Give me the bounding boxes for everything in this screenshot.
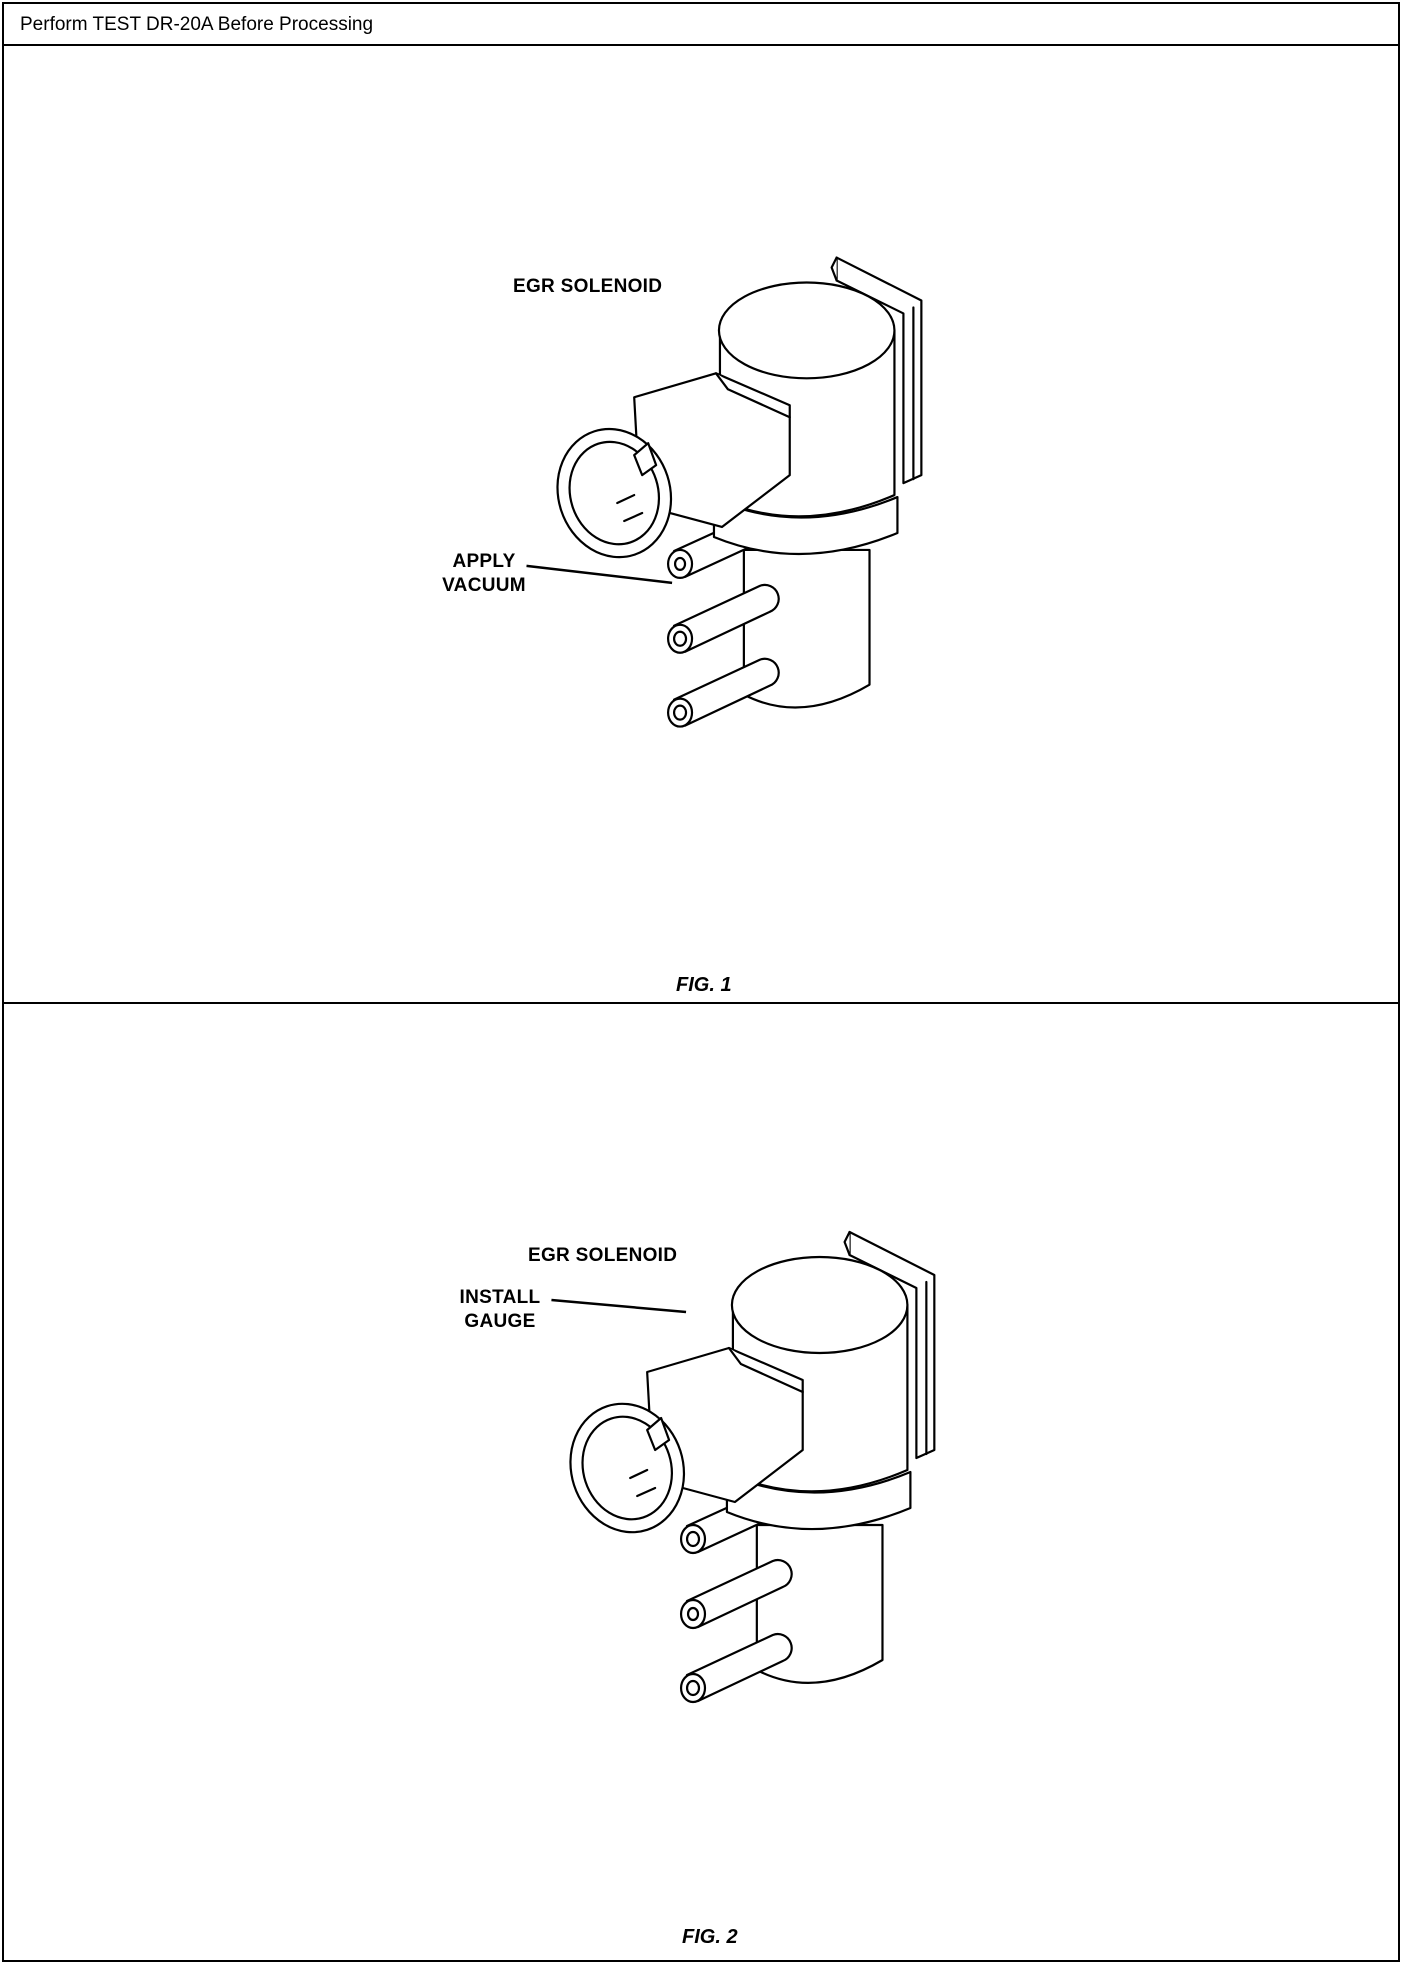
install-gauge-leader-line bbox=[551, 1298, 687, 1314]
egr-solenoid-drawing-2 bbox=[551, 1230, 936, 1704]
egr-solenoid-label: EGR SOLENOID bbox=[513, 276, 663, 297]
egr-solenoid-drawing-1 bbox=[526, 256, 923, 728]
callout-vacuum: VACUUM bbox=[442, 575, 526, 596]
figure-caption-1: FIG. 1 bbox=[676, 974, 732, 996]
header-bar: Perform TEST DR-20A Before Processing bbox=[4, 4, 1398, 46]
callout-apply: APPLY bbox=[452, 551, 516, 572]
figure-panel-2: EGR SOLENOID INSTALL GAUGE FIG. 2 bbox=[4, 1004, 1398, 1960]
egr-solenoid-illustration bbox=[569, 1230, 936, 1704]
egr-solenoid-label: EGR SOLENOID bbox=[528, 1245, 678, 1266]
callout-install: INSTALL bbox=[459, 1287, 541, 1308]
egr-solenoid-illustration bbox=[556, 256, 923, 728]
callout-gauge: GAUGE bbox=[464, 1311, 536, 1332]
figure-caption-2: FIG. 2 bbox=[682, 1926, 738, 1948]
figure-panel-1: EGR SOLENOID APPLY VACUUM FIG. 1 bbox=[4, 46, 1398, 1004]
header-title: Perform TEST DR-20A Before Processing bbox=[20, 14, 374, 35]
apply-vacuum-leader-line bbox=[526, 564, 673, 585]
